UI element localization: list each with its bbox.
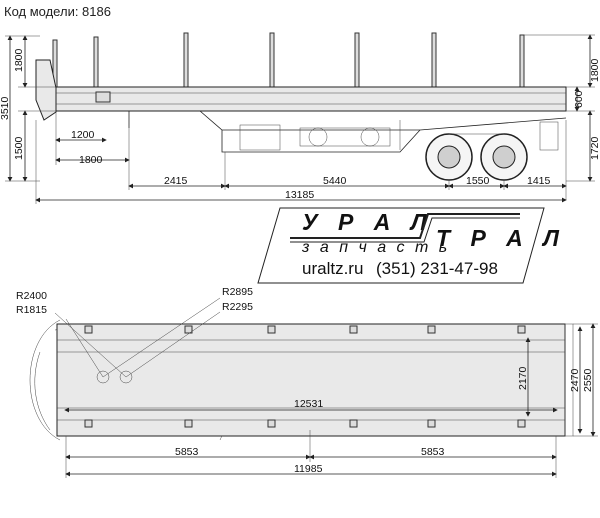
- dim-2550: 2550: [582, 368, 594, 392]
- logo-word-tral: Т Р А Л: [436, 225, 566, 251]
- model-code-label: Код модели: 8186: [4, 4, 111, 19]
- phone-text: (351) 231-47-98: [376, 259, 498, 278]
- dim-1720: 1720: [589, 136, 600, 160]
- kingpin-2: [119, 370, 133, 384]
- logo-frame: [257, 207, 545, 284]
- stakes: [52, 32, 525, 88]
- dim-1550: 1550: [466, 175, 490, 187]
- dim-1200: 1200: [71, 129, 95, 141]
- dim-2470: 2470: [569, 368, 581, 392]
- kingpin-1: [96, 370, 110, 384]
- brand-block: У Р А Л Т Р А Л з а п ч а с т ь uraltz.r…: [257, 207, 566, 284]
- dim-1415: 1415: [527, 175, 551, 187]
- side-right-vertical-dims: 1800 600 1720: [524, 34, 600, 182]
- frame-details: [239, 120, 559, 151]
- logo-word-ural: У Р А Л: [302, 209, 434, 235]
- radius-r2295: R2295: [222, 301, 253, 313]
- stake-pockets: [84, 325, 526, 428]
- swing-arc-outer: [29, 319, 61, 441]
- side-horizontal-dims: 1200 1800 2415 5440 1550 1415 13185: [35, 112, 567, 204]
- dim-1500: 1500: [13, 136, 25, 160]
- dim-1800-right: 1800: [589, 58, 600, 82]
- dim-2170: 2170: [517, 366, 529, 390]
- dim-5853-right: 5853: [421, 446, 445, 458]
- dim-2415: 2415: [164, 175, 188, 187]
- logo-stripe-bottom: [290, 217, 520, 243]
- top-view: R2400 R1815 R2895 R2295 12531 2170 2470 …: [16, 286, 598, 478]
- deck-side: [55, 86, 567, 112]
- dim-13185: 13185: [285, 189, 314, 201]
- dim-12531: 12531: [294, 398, 323, 410]
- radius-r2400: R2400: [16, 290, 47, 302]
- side-left-vertical-dims: 1800 3510 1500: [0, 35, 56, 182]
- rear-axles: [425, 133, 528, 181]
- website-text: uraltz.ru: [302, 259, 363, 278]
- dim-11985: 11985: [294, 463, 323, 475]
- dim-600: 600: [573, 90, 585, 108]
- radius-r1815: R1815: [16, 304, 47, 316]
- platform-top: [56, 323, 566, 437]
- dim-1800-left: 1800: [13, 48, 25, 72]
- radius-r2895: R2895: [222, 286, 253, 298]
- chassis-frame: [56, 110, 567, 131]
- logo-stripe-top: [290, 213, 520, 239]
- side-view: 1800 3510 1500 1200 1800 2415 5440: [0, 32, 600, 204]
- logo-tagline: з а п ч а с т ь: [301, 239, 450, 256]
- dim-5440: 5440: [323, 175, 347, 187]
- dim-5853-left: 5853: [175, 446, 199, 458]
- dim-3510: 3510: [0, 96, 11, 120]
- dim-1800: 1800: [79, 154, 103, 166]
- side-plate: [95, 91, 111, 103]
